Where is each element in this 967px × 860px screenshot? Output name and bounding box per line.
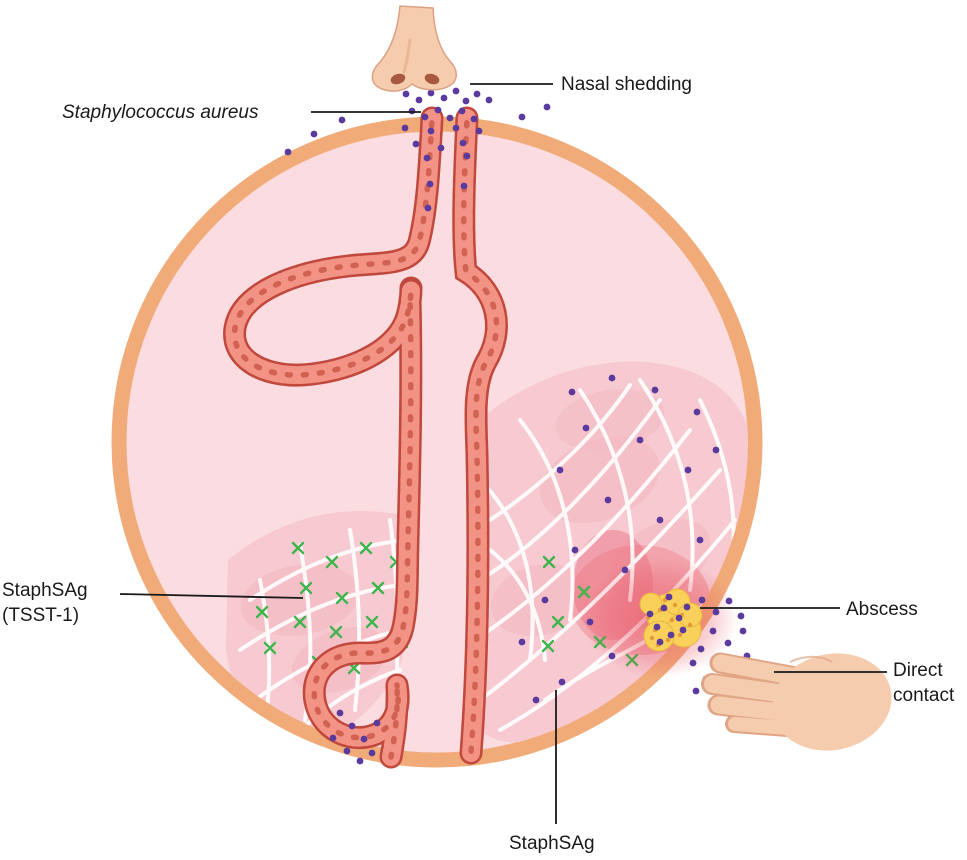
label-staphsag-tsst: StaphSAg (TSST-1) <box>2 578 88 628</box>
label-staphsag-tsst-line1: StaphSAg <box>2 580 88 601</box>
hand-illustration <box>701 652 892 751</box>
label-staphsag-bottom: StaphSAg <box>509 833 595 854</box>
label-abscess: Abscess <box>846 599 918 620</box>
label-staphsag-tsst-line2: (TSST-1) <box>2 605 80 627</box>
label-nasal-shedding: Nasal shedding <box>561 74 692 95</box>
epithelial-chain-left <box>223 106 444 769</box>
label-direct-contact-line1: Direct <box>893 660 943 681</box>
leader-lines <box>119 83 887 824</box>
nose-illustration <box>371 5 457 92</box>
label-direct-contact: Direct contact <box>893 658 954 708</box>
label-staph-aureus: Staphylococcus aureus <box>62 102 259 123</box>
label-direct-contact-line2: contact <box>893 685 955 707</box>
epithelial-chain-right <box>452 106 508 765</box>
